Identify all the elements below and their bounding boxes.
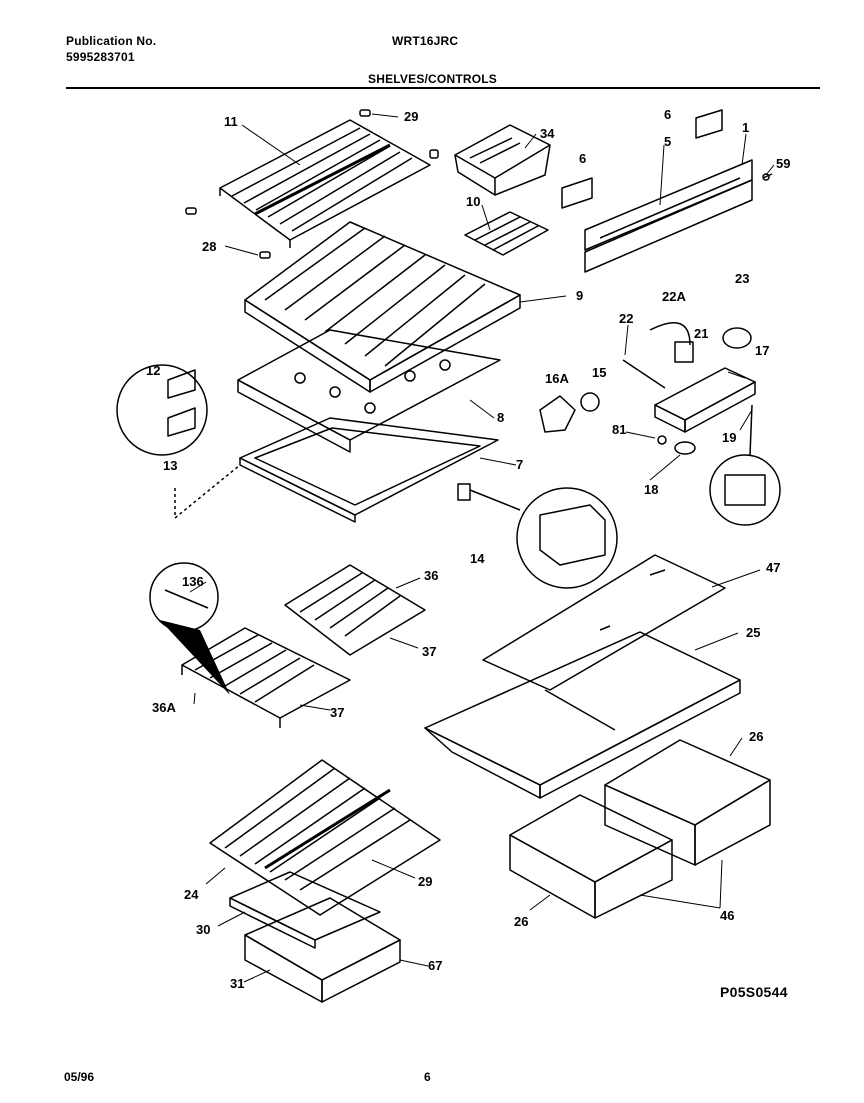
callout-67: 67 bbox=[428, 958, 442, 973]
callout-37: 37 bbox=[330, 705, 344, 720]
callout-19: 19 bbox=[722, 430, 736, 445]
callout-25: 25 bbox=[746, 625, 760, 640]
housing-17 bbox=[654, 367, 756, 433]
callout-24: 24 bbox=[184, 887, 199, 902]
callout-47: 47 bbox=[766, 560, 780, 575]
switch-21 bbox=[674, 341, 694, 363]
bulb-15 bbox=[580, 392, 600, 412]
section-title: SHELVES/CONTROLS bbox=[368, 72, 497, 86]
callout-136: 136 bbox=[182, 574, 204, 589]
inset-12-13 bbox=[116, 364, 208, 456]
callout-15: 15 bbox=[592, 365, 606, 380]
control-strip-5 bbox=[584, 159, 753, 273]
part-14 bbox=[457, 483, 471, 501]
callout-46: 46 bbox=[720, 908, 734, 923]
cover-30 bbox=[229, 871, 381, 949]
publication-number: 5995283701 bbox=[66, 50, 135, 64]
screw-59 bbox=[762, 173, 773, 181]
callout-7: 7 bbox=[516, 457, 523, 472]
callout-22A: 22A bbox=[662, 289, 686, 304]
callout-6: 6 bbox=[579, 151, 586, 166]
callout-29: 29 bbox=[418, 874, 432, 889]
inset-14 bbox=[469, 487, 618, 589]
callout-17: 17 bbox=[755, 343, 769, 358]
rod-22 bbox=[622, 359, 666, 389]
crisper-26-rear bbox=[604, 739, 771, 866]
shelf-36 bbox=[284, 564, 426, 656]
callout-23: 23 bbox=[735, 271, 749, 286]
shelf-36a bbox=[181, 627, 351, 728]
model-number: WRT16JRC bbox=[392, 34, 459, 48]
callout-22: 22 bbox=[619, 311, 633, 326]
callout-31: 31 bbox=[230, 976, 244, 991]
wire-shelf-11 bbox=[219, 119, 431, 248]
control-23 bbox=[722, 327, 752, 349]
callout-6: 6 bbox=[664, 107, 671, 122]
clips-28-29 bbox=[185, 109, 439, 259]
callout-21: 21 bbox=[694, 326, 708, 341]
callout-10: 10 bbox=[466, 194, 480, 209]
callout-37: 37 bbox=[422, 644, 436, 659]
callout-26: 26 bbox=[514, 914, 528, 929]
harness-22a bbox=[649, 322, 691, 346]
inset-19 bbox=[709, 404, 781, 526]
callout-13: 13 bbox=[163, 458, 177, 473]
callout-26: 26 bbox=[749, 729, 763, 744]
callout-labels: 11 29 34 6 5 1 59 6 10 28 9 22A 23 22 21 17 12 16A 15 8 81 19… bbox=[146, 107, 790, 991]
page-number: 6 bbox=[424, 1070, 431, 1084]
publication-label: Publication No. bbox=[66, 34, 157, 48]
knob-18 bbox=[674, 441, 696, 455]
header-rule bbox=[66, 87, 820, 89]
callout-36: 36 bbox=[424, 568, 438, 583]
light-socket-16a bbox=[539, 395, 576, 433]
pan-31 bbox=[244, 897, 401, 1003]
callout-16A: 16A bbox=[545, 371, 569, 386]
callout-28: 28 bbox=[202, 239, 216, 254]
callout-36A: 36A bbox=[152, 700, 176, 715]
callout-81: 81 bbox=[612, 422, 626, 437]
shelf-9 bbox=[244, 221, 521, 393]
callout-5: 5 bbox=[664, 134, 671, 149]
callout-59: 59 bbox=[776, 156, 790, 171]
diagram-code: P05S0544 bbox=[720, 984, 788, 1000]
storage-bin-34 bbox=[454, 124, 551, 196]
callout-14: 14 bbox=[470, 551, 485, 566]
glass-47 bbox=[482, 554, 726, 691]
callout-11: 11 bbox=[224, 114, 238, 129]
footer-date: 05/96 bbox=[64, 1070, 95, 1084]
callout-18: 18 bbox=[644, 482, 658, 497]
ice-tray-10 bbox=[464, 211, 549, 256]
callout-9: 9 bbox=[576, 288, 583, 303]
leader-lines bbox=[189, 113, 775, 983]
screw-81 bbox=[657, 435, 667, 445]
crisper-26-front bbox=[509, 794, 673, 919]
callout-29: 29 bbox=[404, 109, 418, 124]
shelf-24 bbox=[209, 759, 441, 916]
callout-8: 8 bbox=[497, 410, 504, 425]
callout-30: 30 bbox=[196, 922, 210, 937]
cover-frame-25 bbox=[424, 631, 741, 799]
callout-34: 34 bbox=[540, 126, 555, 141]
bracket-6 bbox=[561, 109, 723, 209]
pan-7 bbox=[239, 417, 499, 523]
shelf-frame-8 bbox=[237, 329, 501, 453]
callout-12: 12 bbox=[146, 363, 160, 378]
callout-1: 1 bbox=[742, 120, 749, 135]
